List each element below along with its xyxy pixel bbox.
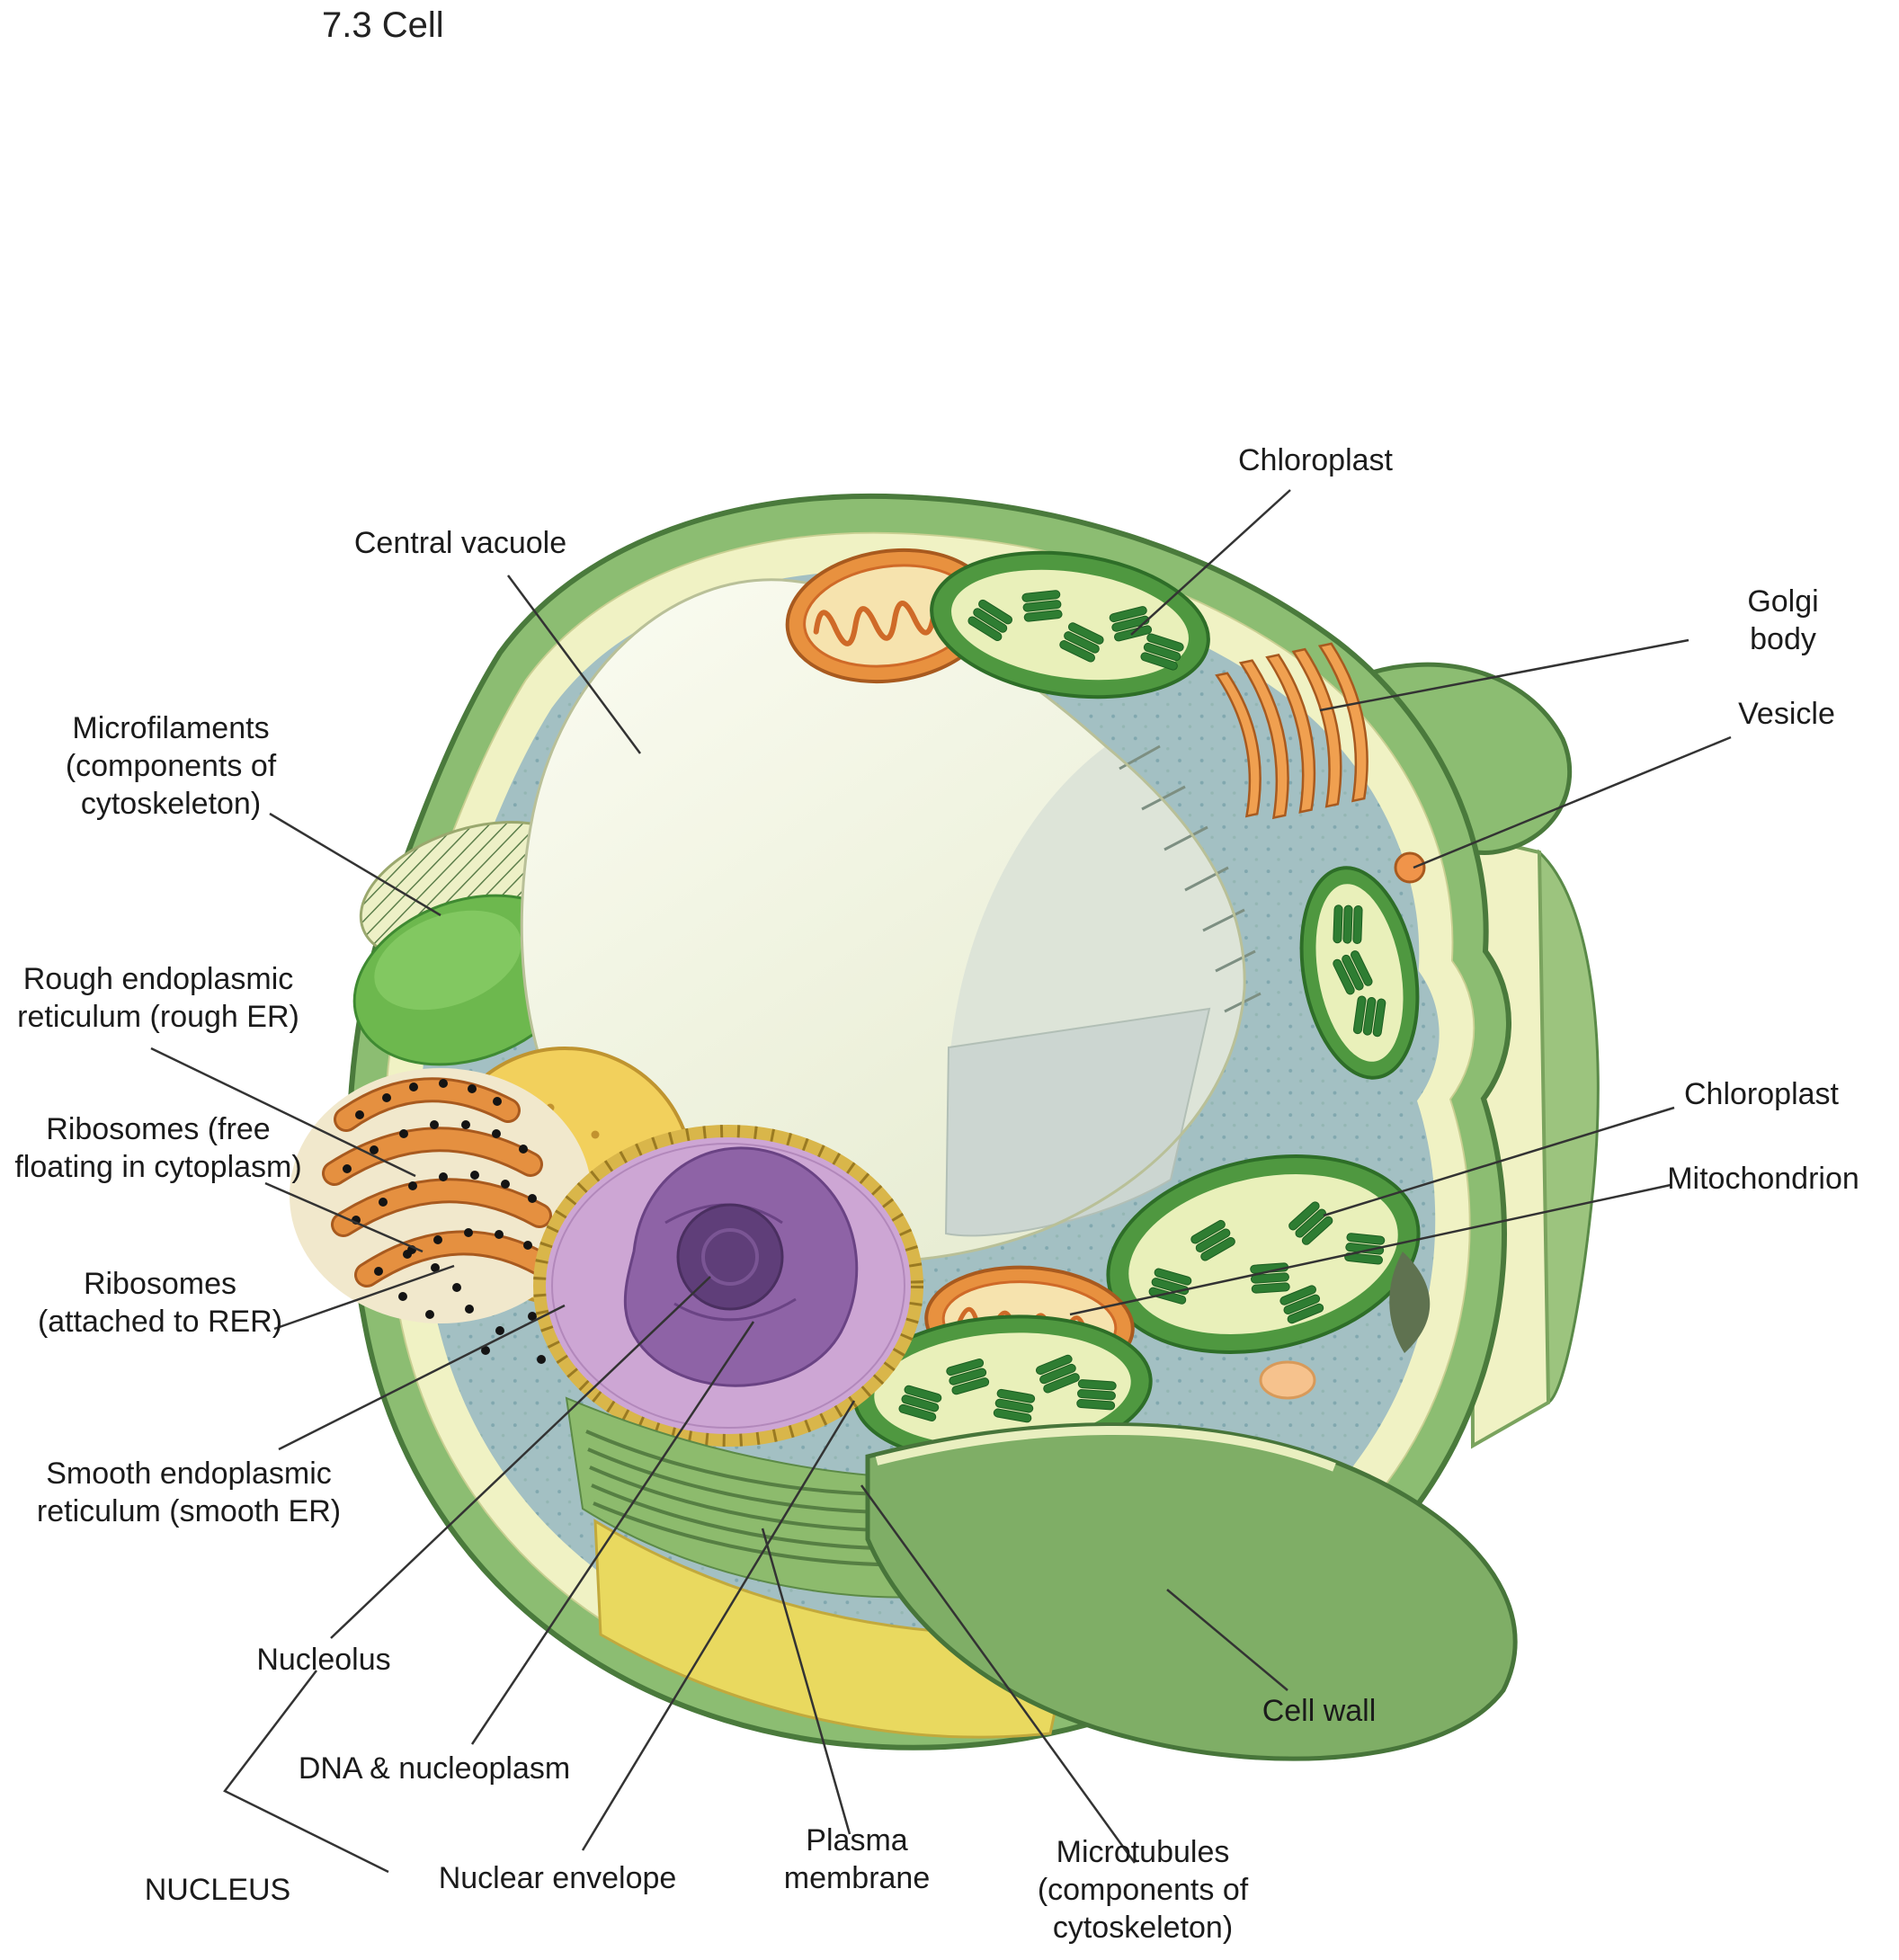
- leader-mitochondrion: [1069, 1183, 1672, 1316]
- leader-central-vacuole: [506, 575, 642, 754]
- label-rough-er: Rough endoplasmic reticulum (rough ER): [17, 961, 299, 1034]
- page-title: 7.3 Cell: [322, 5, 444, 45]
- ribosomes-attached-dots: [343, 1079, 551, 1276]
- leader-smooth-er: [278, 1304, 566, 1451]
- chloroplast-top-shape: [930, 550, 1210, 699]
- label-mitochondrion: Mitochondrion: [1667, 1161, 1859, 1196]
- leader-chloroplast-right: [1323, 1106, 1675, 1217]
- label-chloroplast-right: Chloroplast: [1684, 1076, 1839, 1111]
- leader-dna-nucleoplasm: [470, 1321, 755, 1745]
- label-dna-nucleoplasm: DNA & nucleoplasm: [298, 1751, 571, 1786]
- wall-junction-crevice: [1389, 1252, 1431, 1353]
- label-ribosomes-free: Ribosomes (free floating in cytoplasm): [14, 1111, 302, 1184]
- label-central-vacuole: Central vacuole: [353, 525, 567, 560]
- leader-plasma-membrane: [761, 1528, 851, 1835]
- label-plasma-membrane: Plasma membrane: [783, 1822, 931, 1895]
- label-cell-wall: Cell wall: [1262, 1693, 1377, 1728]
- leader-microtubules: [860, 1484, 1137, 1864]
- nucleus-bracket: [223, 1670, 389, 1874]
- label-microtubules: Microtubules (components of cytoskeleton…: [1037, 1834, 1249, 1946]
- leader-rough-er: [150, 1047, 416, 1178]
- label-smooth-er: Smooth endoplasmic reticulum (smooth ER): [36, 1456, 342, 1528]
- leader-nuclear-envelope: [581, 1400, 856, 1851]
- leader-microfilaments: [269, 812, 441, 917]
- leader-vesicle: [1413, 735, 1732, 869]
- nucleus-shape: [533, 1125, 923, 1447]
- label-vesicle: Vesicle: [1738, 696, 1835, 731]
- leader-cell-wall: [1166, 1589, 1288, 1691]
- golgi-body-shape: [1215, 642, 1369, 820]
- label-nucleolus: Nucleolus: [256, 1642, 391, 1677]
- chloroplast-rightwall-shape: [1299, 866, 1420, 1080]
- cell-wall-flap-shape: [865, 1422, 1518, 1761]
- label-golgi-body: Golgi body: [1747, 584, 1819, 656]
- label-nuclear-envelope: Nuclear envelope: [438, 1860, 677, 1895]
- leader-ribosomes-attached: [273, 1264, 455, 1331]
- leader-nucleolus: [330, 1276, 711, 1639]
- label-ribosomes-attached: Ribosomes (attached to RER): [37, 1266, 283, 1339]
- label-microfilaments: Microfilaments (components of cytoskelet…: [65, 710, 277, 822]
- vesicle-shape: [1394, 851, 1426, 884]
- leader-ribosomes-free: [264, 1181, 423, 1253]
- label-nucleus: NUCLEUS: [144, 1872, 291, 1907]
- central-vacuole-shape: [520, 578, 1262, 1264]
- leader-lines: [150, 489, 1732, 1874]
- leader-golgi-body: [1319, 638, 1689, 712]
- label-chloroplast-top: Chloroplast: [1238, 442, 1393, 477]
- leader-chloroplast-top: [1130, 489, 1291, 636]
